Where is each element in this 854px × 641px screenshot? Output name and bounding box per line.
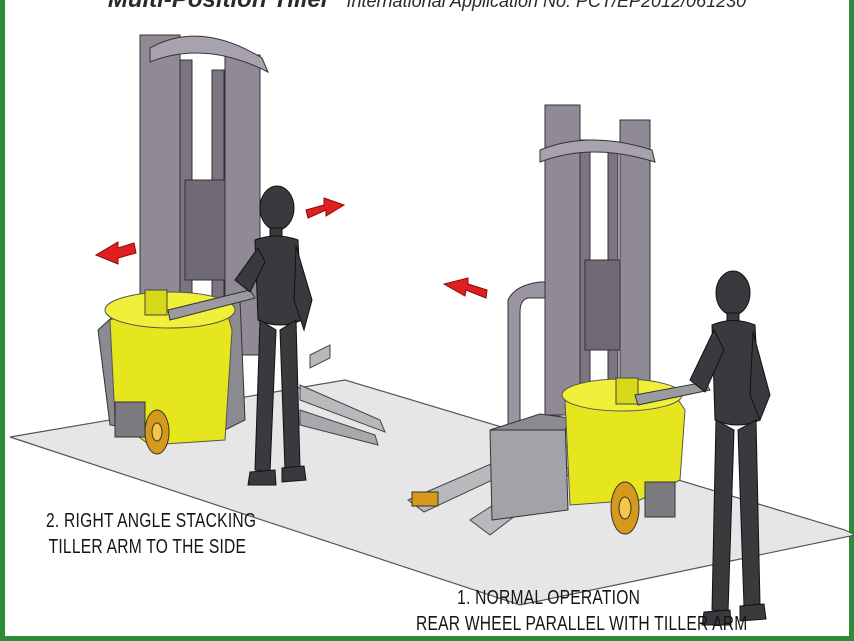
- arrow-left-1: [96, 242, 136, 264]
- caption-normal-operation-line2: REAR WHEEL PARALLEL WITH TILLER ARM: [416, 611, 681, 637]
- arrow-left-2: [444, 278, 487, 298]
- arrow-right-1: [306, 198, 344, 218]
- caption-normal-operation-line1: 1. NORMAL OPERATION: [416, 585, 681, 611]
- caption-normal-operation: 1. NORMAL OPERATION REAR WHEEL PARALLEL …: [416, 585, 681, 637]
- caption-right-angle-stacking: 2. RIGHT ANGLE STACKING TILLER ARM TO TH…: [46, 508, 249, 560]
- operator-figure-right: [690, 271, 770, 625]
- caption-right-angle-line1: 2. RIGHT ANGLE STACKING: [46, 508, 249, 534]
- caption-right-angle-line2: TILLER ARM TO THE SIDE: [46, 534, 249, 560]
